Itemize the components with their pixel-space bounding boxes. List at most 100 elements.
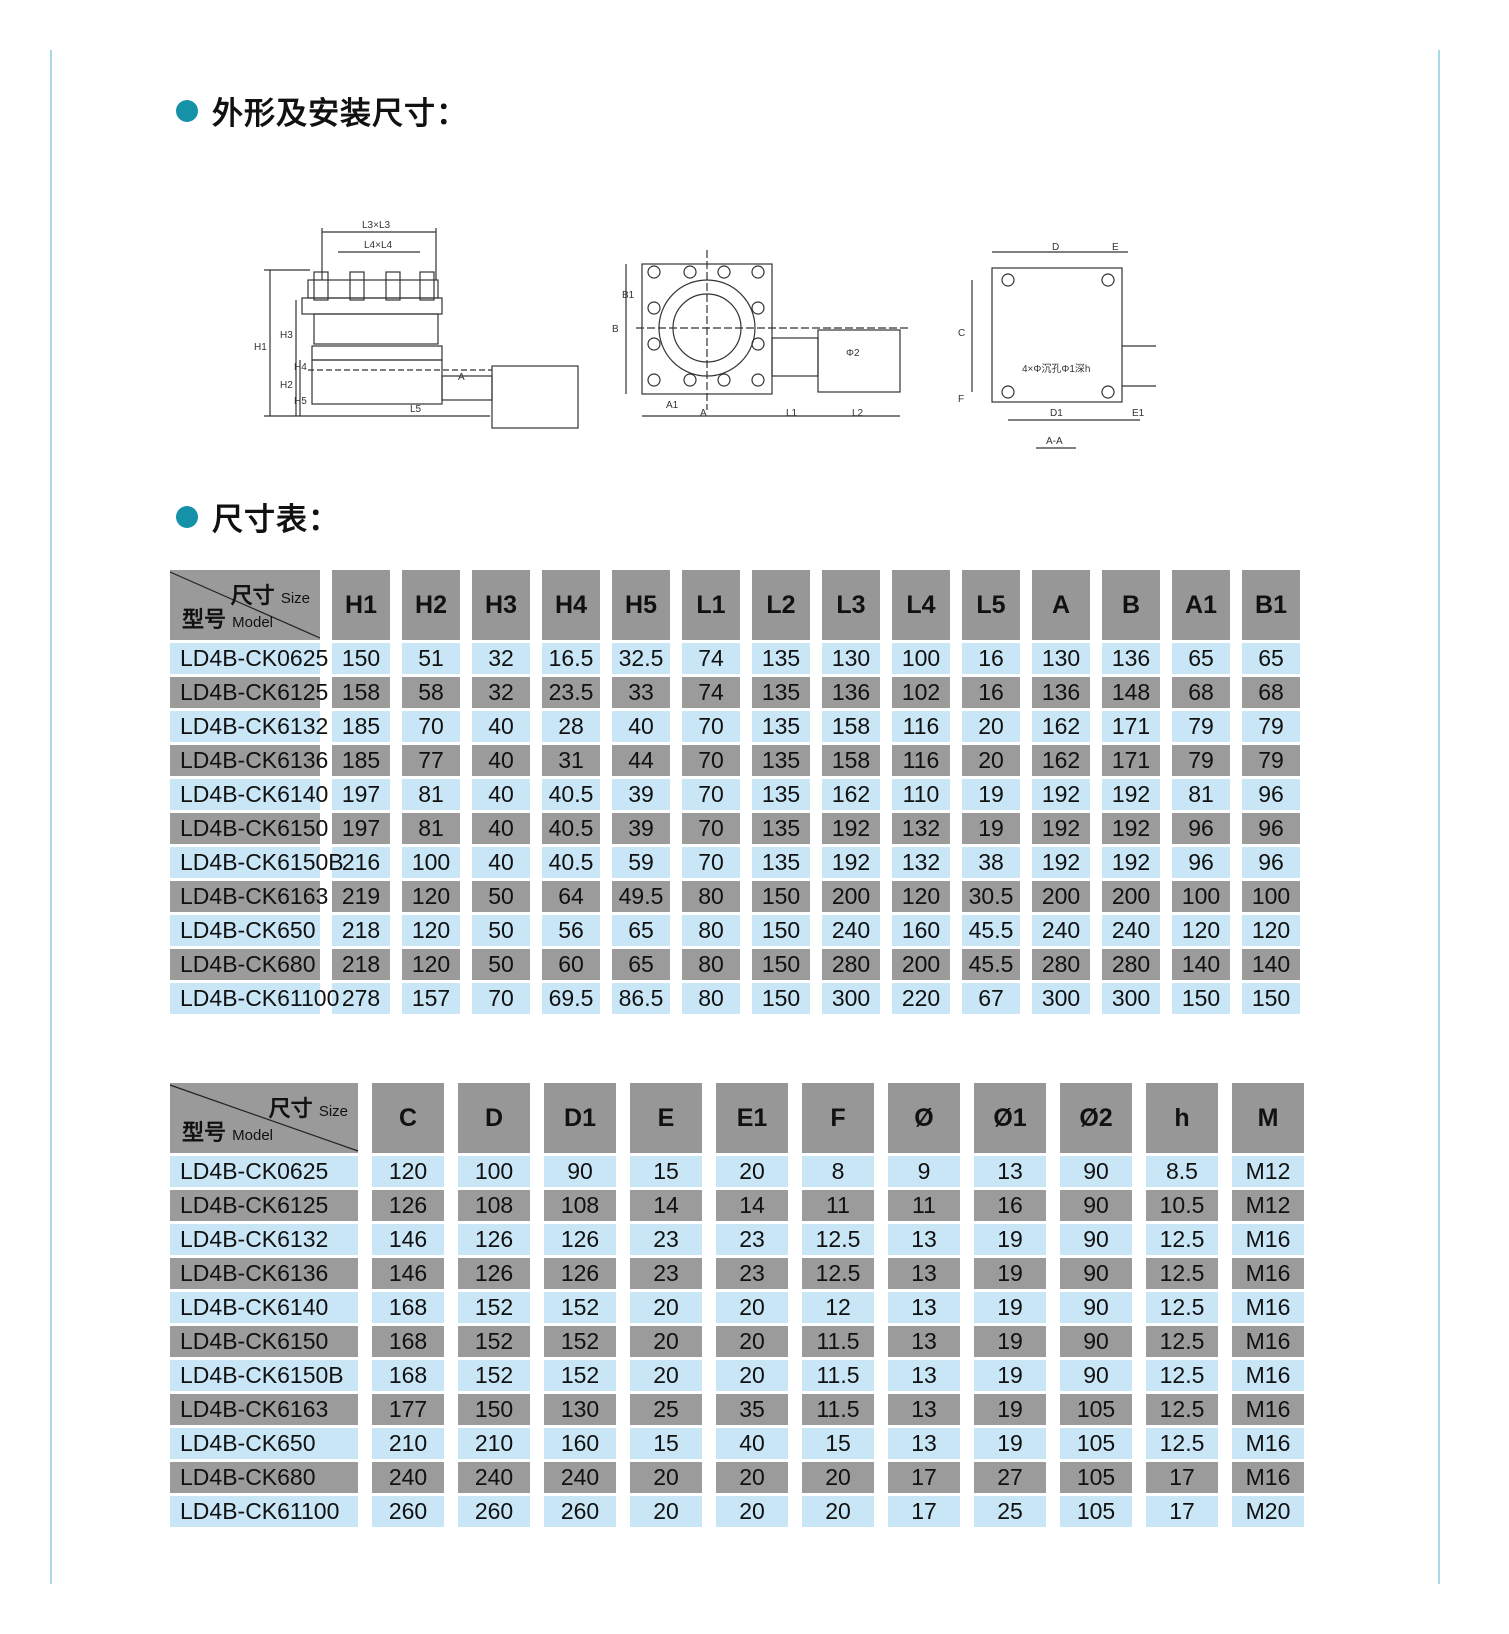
page-border-left (50, 50, 52, 1584)
label-l3xl3: L3×L3 (362, 220, 391, 231)
column-header: B (1102, 570, 1160, 640)
value-cell: 135 (752, 677, 810, 708)
value-cell: 16 (974, 1190, 1046, 1221)
value-cell: 28 (542, 711, 600, 742)
value-cell: 102 (892, 677, 950, 708)
value-cell: 8 (802, 1156, 874, 1187)
label-e: E (1112, 242, 1119, 253)
value-cell: 20 (630, 1360, 702, 1391)
value-cell: 12.5 (1146, 1326, 1218, 1357)
value-cell: 17 (1146, 1462, 1218, 1493)
column-header: L2 (752, 570, 810, 640)
value-cell: 25 (974, 1496, 1046, 1527)
value-cell: 16 (962, 643, 1020, 674)
label-counterbore-note: 4×Φ沉孔Φ1深h (1022, 362, 1090, 375)
value-cell: 23.5 (542, 677, 600, 708)
value-cell: 152 (458, 1360, 530, 1391)
value-cell: 162 (1032, 745, 1090, 776)
value-cell: 15 (802, 1428, 874, 1459)
value-cell: 146 (372, 1224, 444, 1255)
value-cell: 136 (822, 677, 880, 708)
value-cell: 150 (752, 881, 810, 912)
value-cell: 152 (544, 1326, 616, 1357)
value-cell: 19 (974, 1360, 1046, 1391)
model-cell: LD4B-CK0625 (170, 643, 328, 674)
value-cell: 177 (372, 1394, 444, 1425)
value-cell: 20 (630, 1496, 702, 1527)
value-cell: 79 (1242, 711, 1300, 742)
column-header: H5 (612, 570, 670, 640)
value-cell: 19 (962, 779, 1020, 810)
value-cell: 12.5 (802, 1258, 874, 1289)
column-header: L5 (962, 570, 1020, 640)
value-cell: 50 (472, 881, 530, 912)
value-cell: 135 (752, 643, 810, 674)
value-cell: 240 (544, 1462, 616, 1493)
value-cell: 32.5 (612, 643, 670, 674)
value-cell: 10.5 (1146, 1190, 1218, 1221)
value-cell: 90 (1060, 1224, 1132, 1255)
value-cell: 160 (892, 915, 950, 946)
value-cell: 20 (716, 1360, 788, 1391)
value-cell: 23 (716, 1224, 788, 1255)
column-header: L4 (892, 570, 950, 640)
value-cell: M12 (1232, 1156, 1304, 1187)
value-cell: 100 (892, 643, 950, 674)
value-cell: 32 (472, 677, 530, 708)
value-cell: 49.5 (612, 881, 670, 912)
value-cell: 171 (1102, 745, 1160, 776)
label-c: C (958, 328, 965, 339)
value-cell: 280 (1102, 949, 1160, 980)
value-cell: 126 (544, 1224, 616, 1255)
value-cell: 70 (682, 711, 740, 742)
value-cell: 168 (372, 1292, 444, 1323)
value-cell: 40 (472, 779, 530, 810)
label-section-aa: A-A (1046, 436, 1063, 447)
value-cell: 13 (888, 1428, 960, 1459)
column-header: D (458, 1083, 530, 1153)
value-cell: 20 (962, 745, 1020, 776)
value-cell: 13 (888, 1394, 960, 1425)
value-cell: 100 (1242, 881, 1300, 912)
value-cell: 20 (716, 1156, 788, 1187)
value-cell: 192 (1102, 847, 1160, 878)
value-cell: 50 (472, 915, 530, 946)
value-cell: 116 (892, 745, 950, 776)
value-cell: 51 (402, 643, 460, 674)
value-cell: 135 (752, 711, 810, 742)
value-cell: 65 (1172, 643, 1230, 674)
value-cell: 192 (822, 813, 880, 844)
value-cell: 200 (1102, 881, 1160, 912)
heading-text: 外形及安装尺寸： (212, 96, 468, 132)
value-cell: 130 (822, 643, 880, 674)
label-f: F (958, 394, 964, 405)
value-cell: 68 (1172, 677, 1230, 708)
value-cell: 152 (458, 1326, 530, 1357)
value-cell: 8.5 (1146, 1156, 1218, 1187)
label-b1: B1 (622, 290, 635, 301)
value-cell: 40 (612, 711, 670, 742)
value-cell: 12.5 (1146, 1360, 1218, 1391)
label-d1: D1 (1050, 408, 1063, 419)
section-heading-size-table: 尺寸表： (176, 494, 340, 539)
model-cell: LD4B-CK6132 (170, 711, 328, 742)
model-cell: LD4B-CK61100 (170, 983, 339, 1014)
model-cell: LD4B-CK61100 (170, 1496, 358, 1527)
value-cell: 162 (822, 779, 880, 810)
value-cell: 19 (962, 813, 1020, 844)
value-cell: 90 (1060, 1326, 1132, 1357)
column-header: h (1146, 1083, 1218, 1153)
value-cell: 12.5 (1146, 1428, 1218, 1459)
value-cell: 240 (822, 915, 880, 946)
value-cell: 126 (458, 1224, 530, 1255)
value-cell: 65 (612, 949, 670, 980)
